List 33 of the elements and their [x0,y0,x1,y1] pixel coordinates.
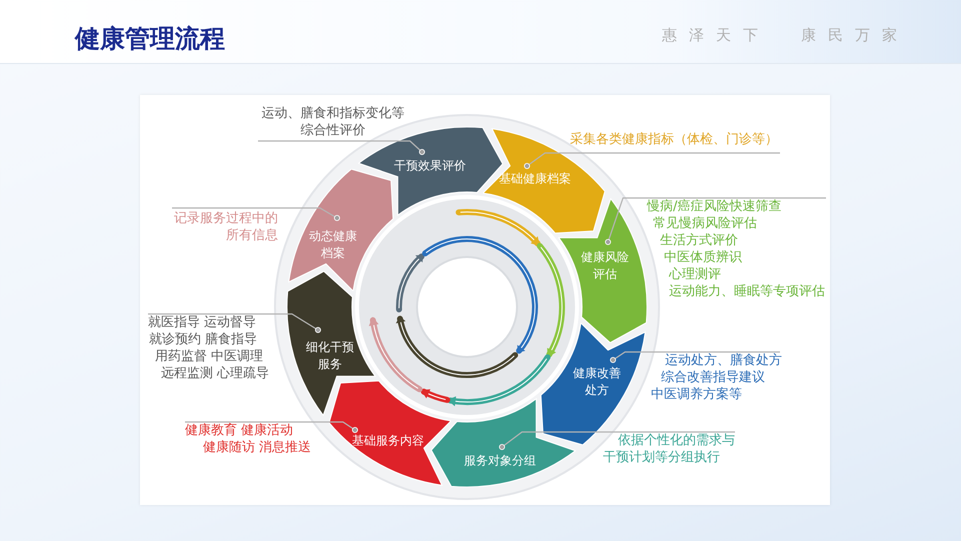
arrow-segment: 动态健康档案 [288,169,394,291]
list-item: 运动处方、膳食处方 [664,352,783,369]
list-item: 综合改善指导建议 [660,369,766,386]
leader-line [172,207,340,221]
leader-line [499,431,735,450]
leader-line [524,152,780,169]
list-item: 慢病/癌症风险快速筛查 [646,198,782,215]
leader-line [185,421,358,433]
list-item: 心理测评 [668,266,722,283]
list-item: 远程监测 心理疏导 [160,365,270,382]
leader-line [610,351,780,363]
slogan: 惠泽天下 康民万家 [662,26,909,45]
leader-line [605,197,826,245]
list-item: 健康随访 消息推送 [202,439,312,456]
leader-line [148,313,321,333]
arrow-segment: 细化干预服务 [287,271,376,416]
description-text: 记录服务过程中的所有信息 [173,210,278,244]
list-item: 运动能力、睡眠等专项评估 [668,283,826,300]
arrow-segment: 服务对象分组 [431,398,576,487]
description-text: 采集各类健康指标（体检、门诊等） [570,131,779,148]
list-item: 中医体质辨识 [663,249,743,266]
list-item: 用药监督 中医调理 [154,348,264,365]
leader-line [258,140,425,155]
page-title: 健康管理流程 [75,23,225,55]
list-item: 生活方式评价 [659,232,739,249]
list-item: 健康教育 健康活动 [184,422,294,439]
arrow-segment: 健康风险评估 [558,198,647,343]
list-item: 中医调养方案等 [650,386,743,403]
list-item: 常见慢病风险评估 [652,215,758,232]
description-text: 依据个性化的需求与干预计划等分组执行 [603,432,736,466]
arrow-segment: 基础服务内容 [329,380,451,486]
list-item: 就医指导 运动督导 [147,314,258,331]
list-item: 就诊预约 膳食指导 [148,331,258,348]
